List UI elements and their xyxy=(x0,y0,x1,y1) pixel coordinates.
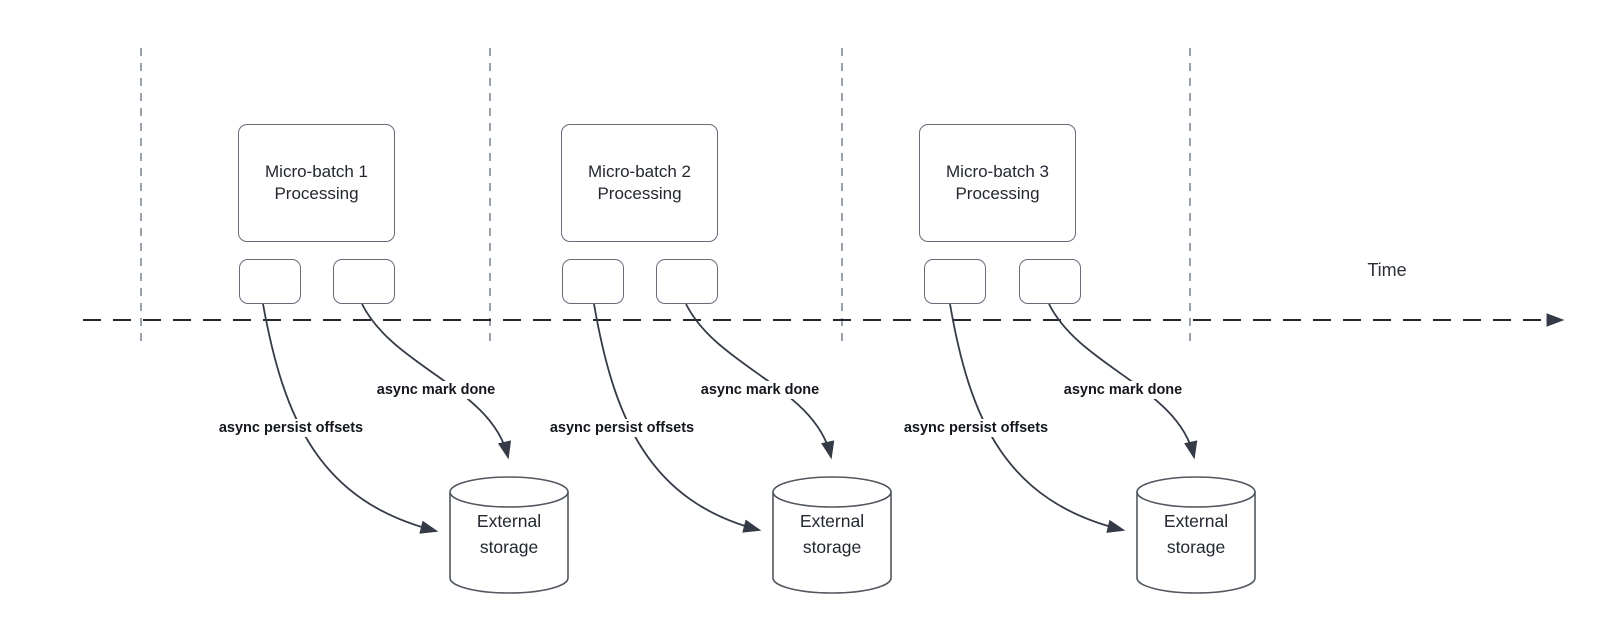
offset-box-3a xyxy=(924,259,986,304)
mark-done-label-1: async mark done xyxy=(373,381,499,399)
mark-done-label-3: async mark done xyxy=(1060,381,1186,399)
offset-box-1a xyxy=(239,259,301,304)
persist-offsets-label-1: async persist offsets xyxy=(215,419,367,437)
external-storage-cylinder-2 xyxy=(772,476,892,594)
external-storage-label-3: External storage xyxy=(1163,511,1229,557)
offset-box-1b xyxy=(333,259,395,304)
micro-batch-3-processing-box: Micro-batch 3 Processing xyxy=(919,124,1076,242)
curve-mark-done-1 xyxy=(361,303,512,460)
offset-box-2b xyxy=(656,259,718,304)
micro-batch-2-processing-box: Micro-batch 2 Processing xyxy=(561,124,718,242)
curve-mark-done-3 xyxy=(1048,303,1198,460)
persist-offsets-label-2: async persist offsets xyxy=(546,419,698,437)
external-storage-cylinder-3 xyxy=(1136,476,1256,594)
persist-offsets-label-3: async persist offsets xyxy=(900,419,1052,437)
external-storage-label-2: External storage xyxy=(799,511,865,557)
offset-box-2a xyxy=(562,259,624,304)
mark-done-label-2: async mark done xyxy=(697,381,823,399)
time-axis-label: Time xyxy=(1367,260,1407,280)
external-storage-label-1: External storage xyxy=(476,511,542,557)
offset-box-3b xyxy=(1019,259,1081,304)
curve-mark-done-2 xyxy=(685,303,835,460)
curve-persist-offsets-2 xyxy=(593,303,762,533)
external-storage-cylinder-1 xyxy=(449,476,569,594)
curve-persist-offsets-3 xyxy=(949,303,1126,533)
micro-batch-1-processing-box: Micro-batch 1 Processing xyxy=(238,124,395,242)
curve-persist-offsets-1 xyxy=(262,303,439,534)
